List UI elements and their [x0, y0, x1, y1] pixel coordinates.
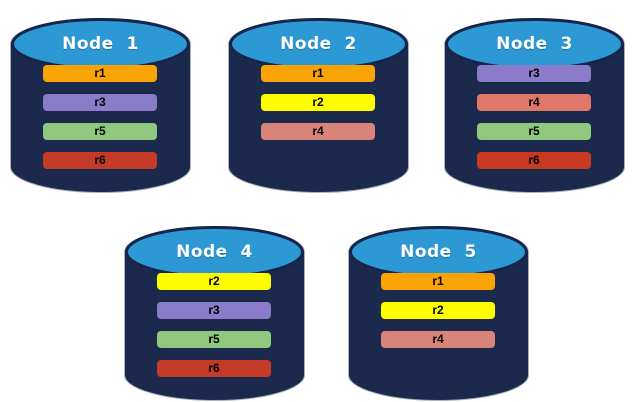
- node-label: Node 4: [176, 242, 253, 262]
- replica-list: r3 r4 r5 r6: [477, 65, 591, 181]
- replica-bar-r6: r6: [477, 152, 591, 169]
- replica-list: r1 r3 r5 r6: [43, 65, 157, 181]
- replica-list: r1 r2 r4: [261, 65, 375, 152]
- database-node-3: Node 3 r3 r4 r5 r6: [444, 8, 625, 194]
- replica-bar-r5: r5: [157, 331, 271, 348]
- database-node-5: Node 5 r1 r2 r4: [348, 216, 529, 402]
- database-node-2: Node 2 r1 r2 r4: [228, 8, 409, 194]
- replica-bar-r1: r1: [381, 273, 495, 290]
- replica-bar-r3: r3: [477, 65, 591, 82]
- database-node-1: Node 1 r1 r3 r5 r6: [10, 8, 191, 194]
- replica-bar-r2: r2: [157, 273, 271, 290]
- replica-bar-r3: r3: [157, 302, 271, 319]
- replica-bar-r1: r1: [43, 65, 157, 82]
- replica-bar-r4: r4: [477, 94, 591, 111]
- replica-bar-r1: r1: [261, 65, 375, 82]
- replica-bar-r5: r5: [43, 123, 157, 140]
- node-label: Node 1: [62, 34, 139, 54]
- replica-bar-r2: r2: [261, 94, 375, 111]
- database-node-4: Node 4 r2 r3 r5 r6: [124, 216, 305, 402]
- replica-bar-r6: r6: [157, 360, 271, 377]
- node-label: Node 3: [496, 34, 573, 54]
- replica-list: r1 r2 r4: [381, 273, 495, 360]
- replica-bar-r4: r4: [261, 123, 375, 140]
- replica-bar-r3: r3: [43, 94, 157, 111]
- replica-bar-r6: r6: [43, 152, 157, 169]
- replica-bar-r4: r4: [381, 331, 495, 348]
- replica-bar-r5: r5: [477, 123, 591, 140]
- node-label: Node 5: [400, 242, 477, 262]
- replica-list: r2 r3 r5 r6: [157, 273, 271, 389]
- replica-bar-r2: r2: [381, 302, 495, 319]
- node-label: Node 2: [280, 34, 357, 54]
